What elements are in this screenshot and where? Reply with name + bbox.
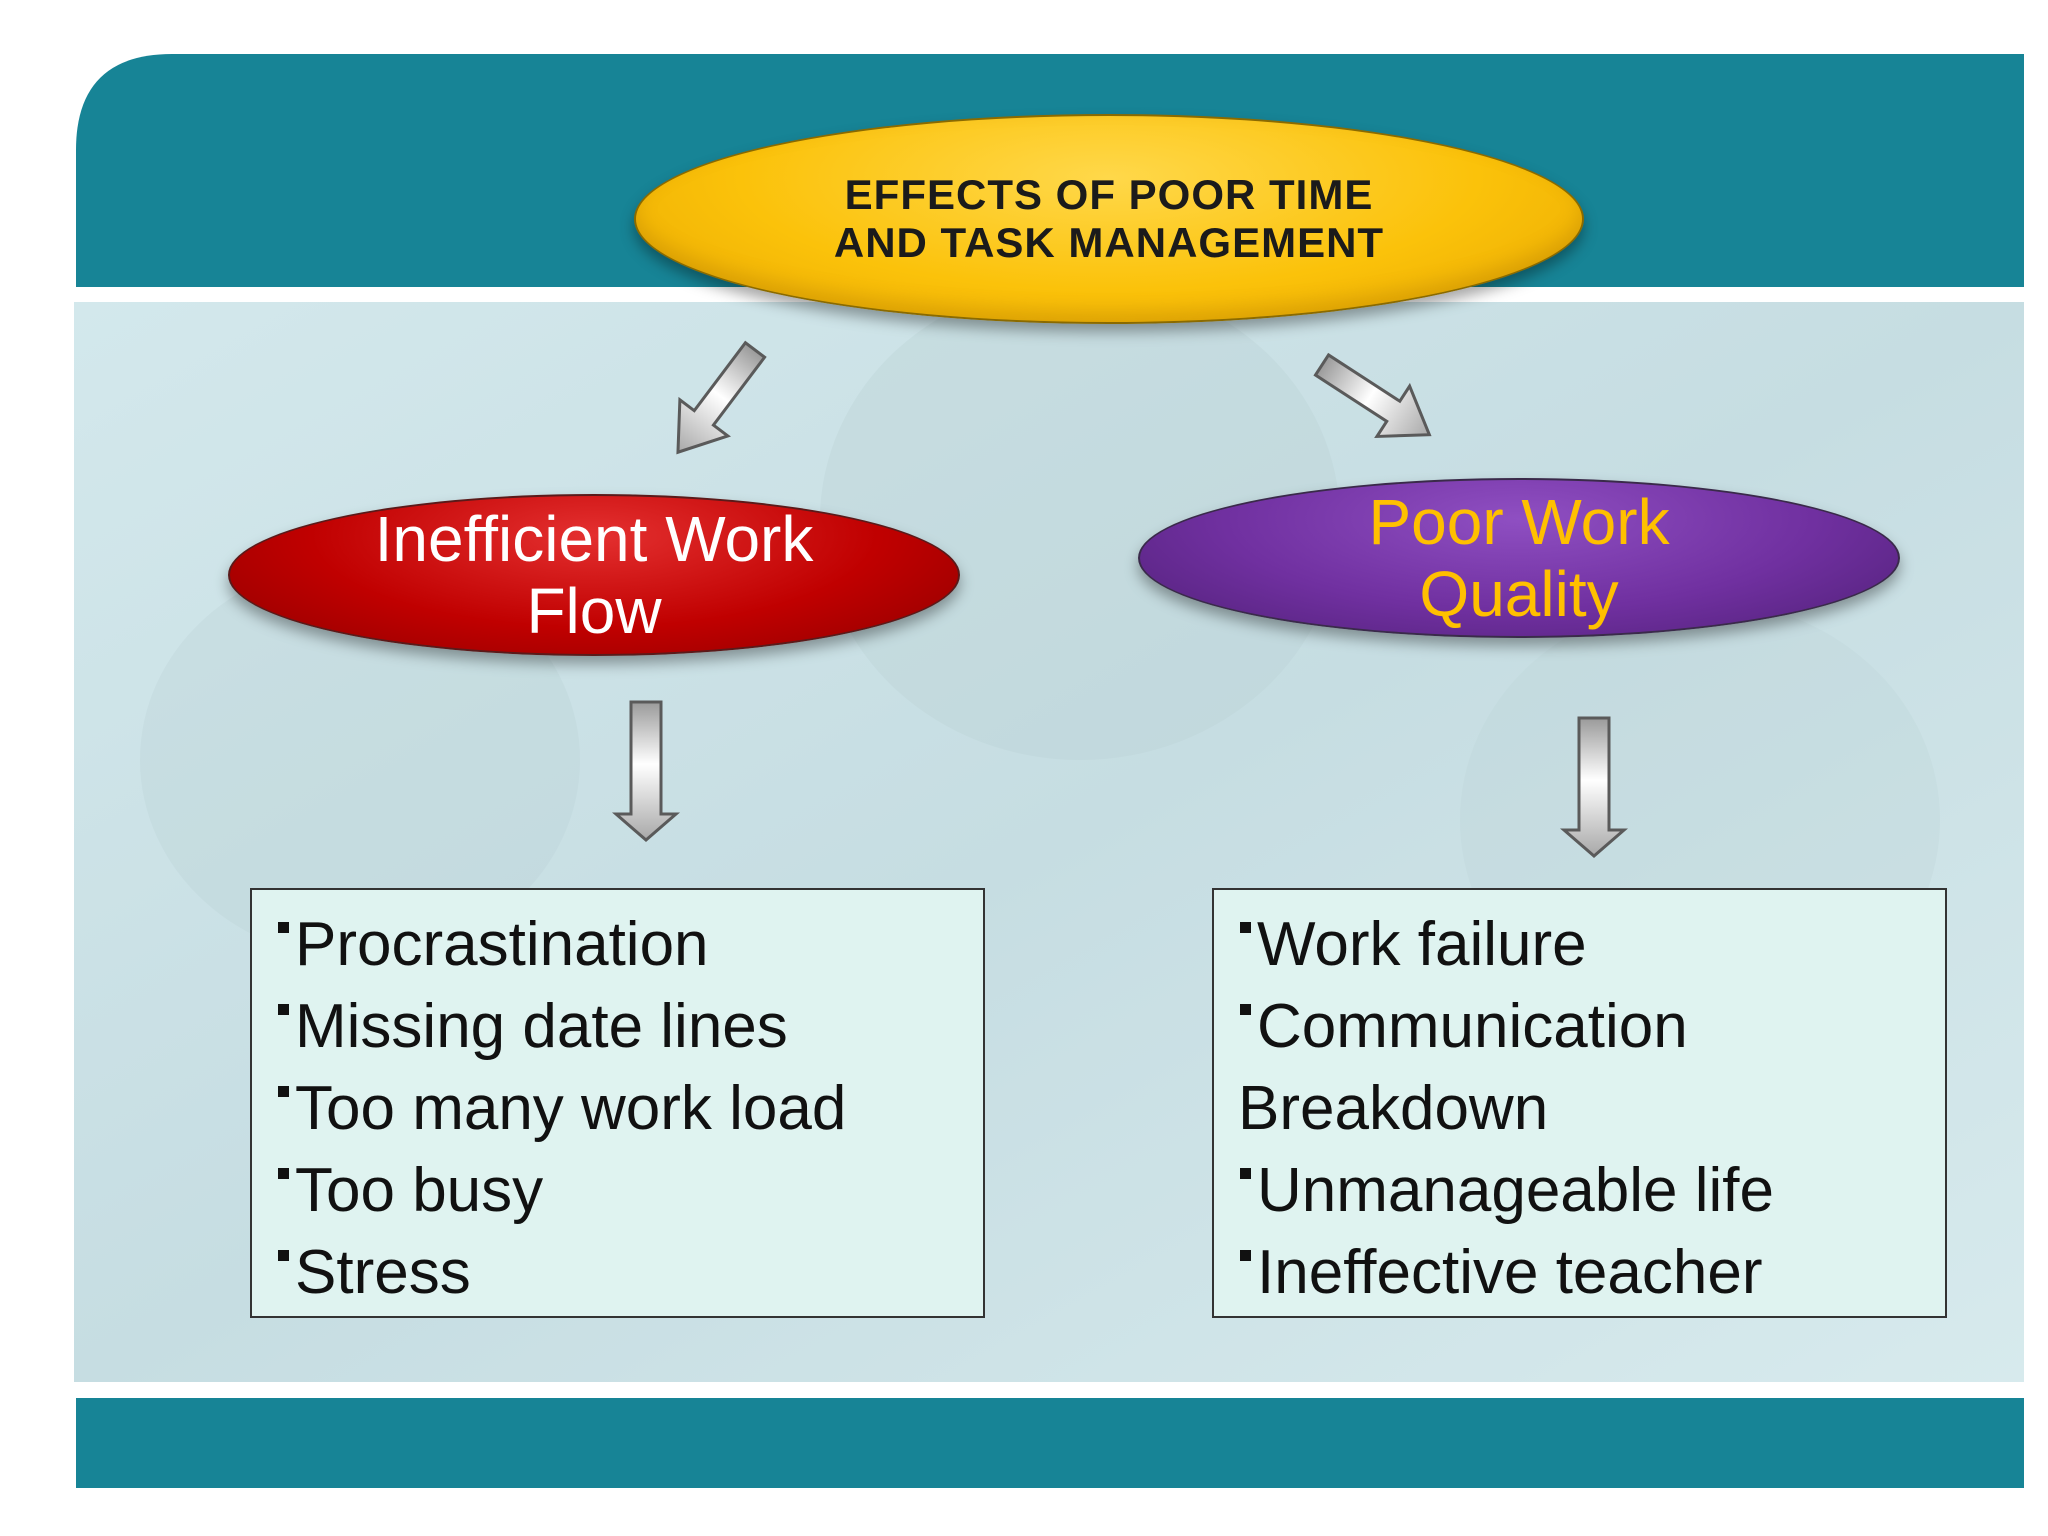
list-item-text: Communication (1257, 992, 1688, 1061)
list-item-text: Too many work load (295, 1074, 847, 1143)
square-bullet-icon (278, 922, 289, 933)
square-bullet-icon (1240, 1250, 1251, 1261)
square-bullet-icon (1240, 922, 1251, 933)
square-bullet-icon (1240, 1168, 1251, 1179)
arrow-down-right-icon (1313, 352, 1432, 439)
poor-work-quality-oval: Poor Work Quality (1138, 478, 1900, 638)
list-item: Too busy (276, 1150, 983, 1232)
list-item: Ineffective teacher (1238, 1232, 1945, 1314)
title-oval: EFFECTS OF POOR TIME AND TASK MANAGEMENT (634, 114, 1584, 324)
list-item: Unmanageable life (1238, 1150, 1945, 1232)
inefficient-work-flow-oval: Inefficient Work Flow (228, 494, 960, 656)
list-item: Stress (276, 1232, 983, 1314)
arrow-down-icon (611, 700, 681, 842)
arrow-down-icon (1559, 716, 1629, 858)
list-item-text: Stress (295, 1238, 471, 1307)
left-oval-line-1: Inefficient Work (374, 503, 814, 575)
list-item: Procrastination (276, 904, 983, 986)
square-bullet-icon (278, 1250, 289, 1261)
square-bullet-icon (278, 1168, 289, 1179)
list-item: Missing date lines (276, 986, 983, 1068)
square-bullet-icon (278, 1086, 289, 1097)
left-oval-line-2: Flow (526, 575, 662, 647)
list-item-text: Too busy (295, 1156, 544, 1225)
list-item-text: Ineffective teacher (1257, 1238, 1763, 1307)
arrow-down-left-icon (676, 340, 767, 455)
title-line-2: AND TASK MANAGEMENT (833, 219, 1385, 266)
square-bullet-icon (278, 1004, 289, 1015)
list-item-text: Missing date lines (295, 992, 788, 1061)
list-item: Work failure (1238, 904, 1945, 986)
list-item: Too many work load (276, 1068, 983, 1150)
bottom-band (76, 1398, 2024, 1488)
list-item: Communication (1238, 986, 1945, 1068)
list-item-continuation: Breakdown (1238, 1068, 1945, 1150)
list-item-text: Breakdown (1238, 1074, 1549, 1143)
right-oval-line-2: Quality (1419, 558, 1619, 630)
list-item-text: Unmanageable life (1257, 1156, 1775, 1225)
list-item-text: Procrastination (295, 910, 709, 979)
left-effects-box: Procrastination Missing date lines Too m… (250, 888, 985, 1318)
title-line-1: EFFECTS OF POOR TIME (844, 171, 1374, 218)
right-effects-box: Work failure Communication Breakdown Unm… (1212, 888, 1947, 1318)
right-oval-line-1: Poor Work (1368, 486, 1670, 558)
square-bullet-icon (1240, 1004, 1251, 1015)
list-item-text: Work failure (1257, 910, 1587, 979)
